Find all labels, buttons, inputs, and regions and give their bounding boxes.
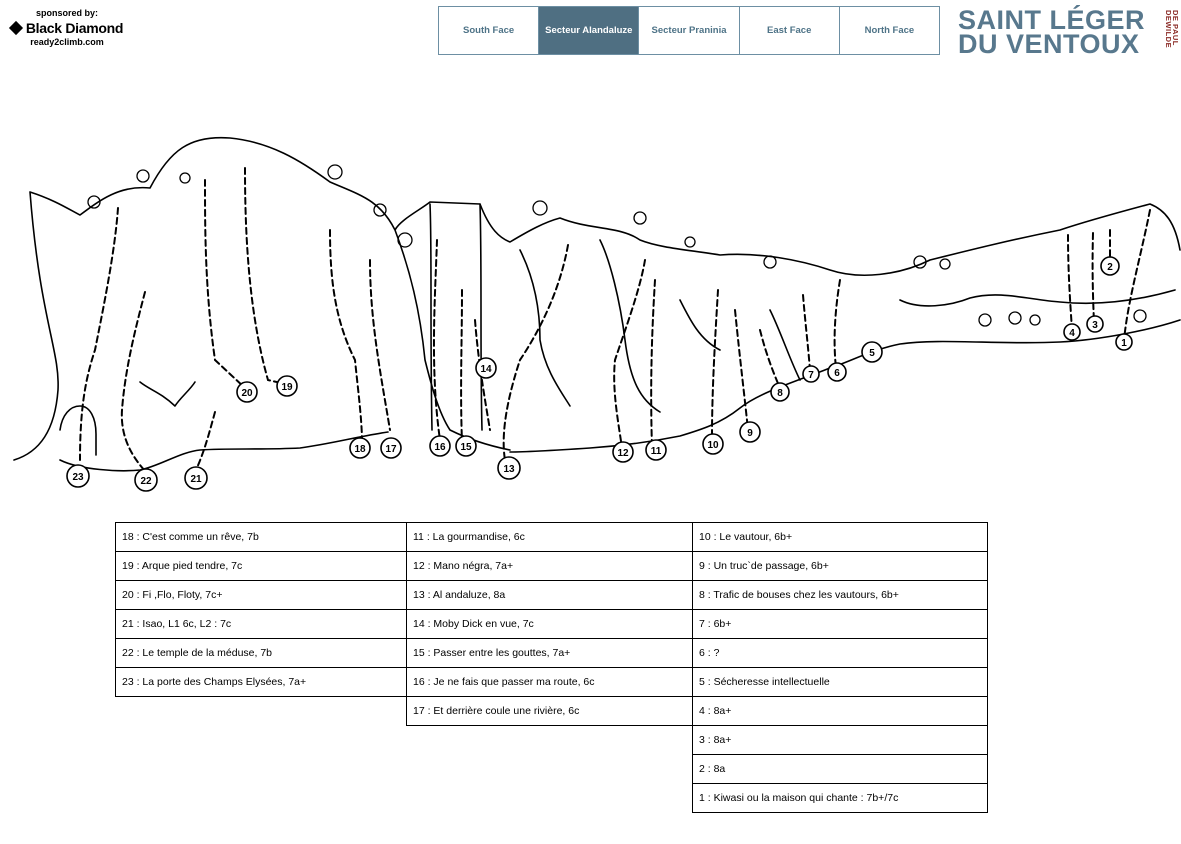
route-label-20: 20 [241,388,253,399]
route-cell: 22 : Le temple de la méduse, 7b [115,638,407,668]
route-label-2: 2 [1107,262,1113,273]
tab-secteur-praninia[interactable]: Secteur Prаnіnіa [639,7,740,54]
table-row: 20 : Fi ,Flo, Floty, 7c+ [115,580,407,610]
logo-side-text: DE PAUL DEWILDE [1164,10,1180,49]
route-label-13: 13 [503,464,515,475]
table-row: 6 : ? [692,638,988,668]
route-label-15: 15 [460,442,472,453]
table-row: 9 : Un truc`de passage, 6b+ [692,551,988,581]
route-cell: 8 : Trafic de bouses chez les vautours, … [692,580,988,610]
table-row: 11 : La gourmandise, 6c [406,522,693,552]
site-logo[interactable]: SAINT LÉGER DU VENTOUX DE PAUL DEWILDE [958,4,1180,59]
sponsor-block: sponsored by: Black Diamond ready2climb.… [6,8,128,48]
table-row: 5 : Sécheresse intellectuelle [692,667,988,697]
black-diamond-logo-icon [8,20,23,36]
route-label-14: 14 [480,364,492,375]
route-cell: 12 : Mano négra, 7a+ [406,551,693,581]
sector-nav: South Face Secteur Alandaluze Secteur Pr… [438,6,940,55]
route-cell: 14 : Moby Dick en vue, 7c [406,609,693,639]
route-cell: 4 : 8a+ [692,696,988,726]
route-label-21: 21 [190,474,202,485]
route-label-12: 12 [617,448,629,459]
route-label-6: 6 [834,368,840,379]
route-label-11: 11 [651,446,662,457]
sponsor-brand[interactable]: Black Diamond [6,19,128,37]
table-row: 17 : Et derrière coule une rivière, 6c [406,696,693,726]
table-row: 14 : Moby Dick en vue, 7c [406,609,693,639]
table-row: 15 : Passer entre les gouttes, 7a+ [406,638,693,668]
tab-east-face[interactable]: East Face [740,7,840,54]
route-number-labels: 23 22 21 20 19 18 17 16 15 14 13 12 11 1… [72,262,1127,487]
route-label-4: 4 [1069,328,1075,339]
route-cell: 6 : ? [692,638,988,668]
sponsor-brand-name: Black Diamond [25,20,124,36]
route-label-16: 16 [434,442,446,453]
routes-table-col-3: 10 : Le vautour, 6b+ 9 : Un truc`de pass… [692,522,988,813]
route-cell: 1 : Kiwasi ou la maison qui chante : 7b+… [692,783,988,813]
table-row: 2 : 8a [692,754,988,784]
logo-line-1: SAINT LÉGER [958,5,1146,35]
table-row: 16 : Je ne fais que passer ma route, 6c [406,667,693,697]
route-cell: 21 : Isao, L1 6c, L2 : 7c [115,609,407,639]
table-row: 12 : Mano négra, 7a+ [406,551,693,581]
logo-line-2: DU VENTOUX [958,29,1140,59]
route-label-9: 9 [747,428,753,439]
route-label-1: 1 [1121,338,1127,349]
tab-secteur-alandaluze[interactable]: Secteur Alandaluze [539,7,640,54]
cliff-outline [13,136,1181,472]
route-label-3: 3 [1092,320,1098,331]
route-cell: 11 : La gourmandise, 6c [406,522,693,552]
route-label-18: 18 [354,444,366,455]
route-cell: 7 : 6b+ [692,609,988,639]
crag-topo-drawing: 23 22 21 20 19 18 17 16 15 14 13 12 11 1… [13,136,1181,492]
route-label-7: 7 [808,370,814,381]
table-row: 19 : Arque pied tendre, 7c [115,551,407,581]
route-cell: 20 : Fi ,Flo, Floty, 7c+ [115,580,407,610]
table-row: 22 : Le temple de la méduse, 7b [115,638,407,668]
route-label-23: 23 [72,472,84,483]
route-number-markers [66,256,1133,492]
route-cell: 15 : Passer entre les gouttes, 7a+ [406,638,693,668]
route-cell: 18 : C'est comme un rêve, 7b [115,522,407,552]
route-cell: 16 : Je ne fais que passer ma route, 6c [406,667,693,697]
route-label-8: 8 [777,388,783,399]
route-label-17: 17 [385,444,397,455]
table-row: 18 : C'est comme un rêve, 7b [115,522,407,552]
route-cell: 3 : 8a+ [692,725,988,755]
routes-table-col-2: 11 : La gourmandise, 6c 12 : Mano négra,… [406,522,693,726]
route-label-10: 10 [707,440,719,451]
route-cell: 9 : Un truc`de passage, 6b+ [692,551,988,581]
route-cell: 17 : Et derrière coule une rivière, 6c [406,696,693,726]
routes-table-col-1: 18 : C'est comme un rêve, 7b 19 : Arque … [115,522,407,697]
route-label-22: 22 [140,476,152,487]
vegetation [87,164,1147,327]
sponsor-label: sponsored by: [35,8,98,18]
route-cell: 5 : Sécheresse intellectuelle [692,667,988,697]
table-row: 4 : 8a+ [692,696,988,726]
tab-south-face[interactable]: South Face [439,7,540,54]
route-cell: 13 : Al andaluze, 8a [406,580,693,610]
route-lines [79,167,1151,473]
route-label-5: 5 [869,348,875,359]
table-row: 10 : Le vautour, 6b+ [692,522,988,552]
table-row: 8 : Trafic de bouses chez les vautours, … [692,580,988,610]
sponsor-url[interactable]: ready2climb.com [30,37,104,47]
route-cell: 2 : 8a [692,754,988,784]
table-row: 13 : Al andaluze, 8a [406,580,693,610]
table-row: 21 : Isao, L1 6c, L2 : 7c [115,609,407,639]
route-cell: 19 : Arque pied tendre, 7c [115,551,407,581]
table-row: 7 : 6b+ [692,609,988,639]
route-cell: 23 : La porte des Champs Elysées, 7a+ [115,667,407,697]
table-row: 23 : La porte des Champs Elysées, 7a+ [115,667,407,697]
tab-north-face[interactable]: North Face [864,25,915,36]
table-row: 1 : Kiwasi ou la maison qui chante : 7b+… [692,783,988,813]
table-row: 3 : 8a+ [692,725,988,755]
route-label-19: 19 [281,382,293,393]
route-cell: 10 : Le vautour, 6b+ [692,522,988,552]
